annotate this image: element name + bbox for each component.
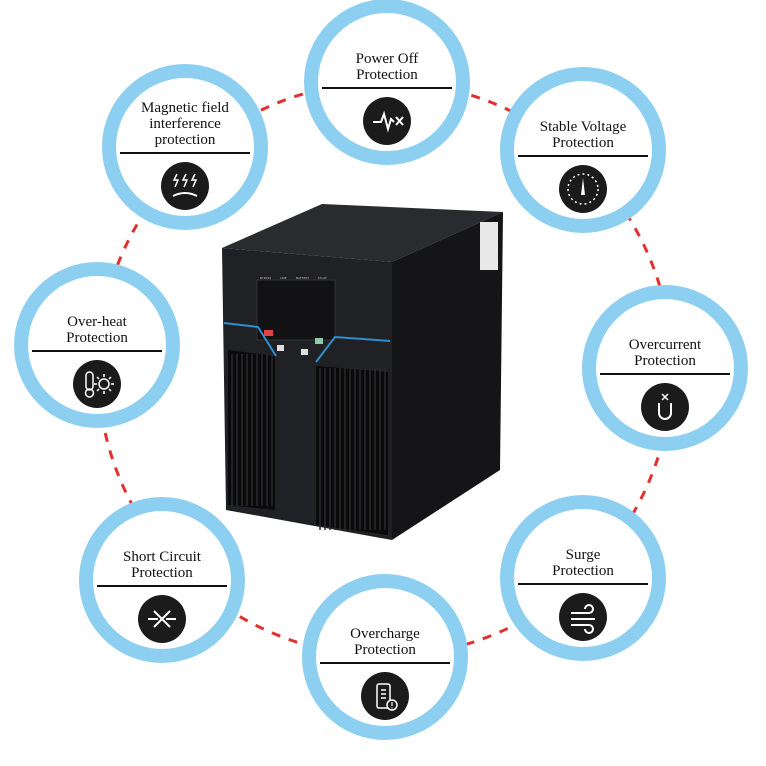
ups-device: BYPASS LINE BATTERY FAULT — [222, 204, 503, 540]
feature-title-line: interference — [149, 116, 221, 132]
panel-label-line: LINE — [280, 276, 287, 280]
feature-title-line: protection — [154, 132, 216, 148]
feature-title-line: Power Off — [355, 51, 419, 67]
thermometer-sun-icon — [73, 360, 121, 408]
feature-title-line: Short Circuit — [123, 549, 201, 565]
accent-line-right — [315, 335, 391, 363]
power-button — [264, 330, 273, 336]
accent-line-left — [223, 322, 277, 357]
feature-title-line: Overcurrent — [628, 337, 702, 353]
panel-button — [301, 349, 308, 355]
divider — [600, 373, 730, 375]
panel-label-battery: BATTERY — [296, 276, 309, 280]
ups-side-face — [392, 212, 503, 540]
divider — [322, 87, 452, 89]
magnet-x-icon — [641, 383, 689, 431]
battery-alert-icon — [361, 672, 409, 720]
lightning-field-icon — [161, 162, 209, 210]
feature-title-line: Surge — [565, 547, 601, 563]
divider — [518, 155, 648, 157]
divider — [32, 350, 162, 352]
ups-top-face — [222, 204, 503, 262]
panel-label-fault: FAULT — [318, 276, 327, 280]
vent-grille-right — [316, 366, 388, 535]
panel-button — [277, 345, 284, 351]
feature-title-line: Stable Voltage — [539, 119, 627, 135]
divider — [320, 662, 450, 664]
feature-title-line: Over-heat — [67, 314, 127, 330]
feature-title-line: Protection — [634, 353, 696, 369]
feature-title-line: Protection — [66, 330, 128, 346]
divider — [518, 583, 648, 585]
wave-wind-icon — [559, 593, 607, 641]
divider — [120, 152, 250, 154]
feature-title-line: Overcharge — [350, 626, 420, 642]
panel-button — [315, 338, 323, 344]
feature-title-line: Magnetic field — [141, 100, 229, 116]
feature-title-line: Protection — [552, 135, 614, 151]
feature-title-line: Protection — [356, 67, 418, 83]
heartbeat-x-icon — [363, 97, 411, 145]
gauge-icon — [559, 165, 607, 213]
feature-title-line: Protection — [552, 563, 614, 579]
feature-title-line: Protection — [131, 565, 193, 581]
feature-title-line: Protection — [354, 642, 416, 658]
divider — [97, 585, 227, 587]
crossed-wire-icon — [138, 595, 186, 643]
panel-label-bypass: BYPASS — [260, 276, 271, 280]
ups-spec-label — [480, 222, 498, 270]
